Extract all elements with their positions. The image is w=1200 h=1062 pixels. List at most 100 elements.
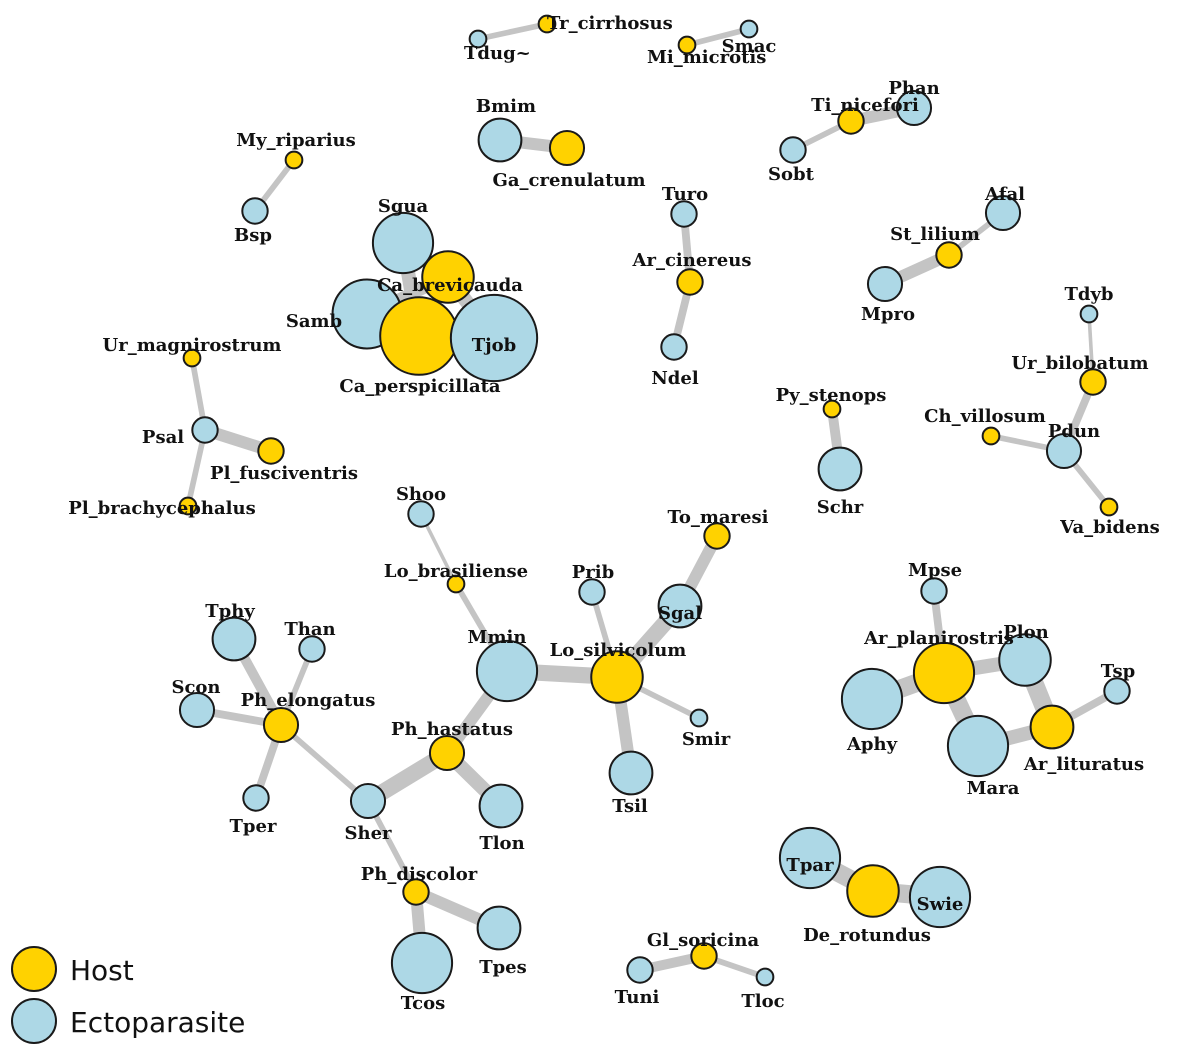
label-to-maresi: To_maresi [668, 507, 769, 528]
label-lo-brasiliense: Lo_brasiliense [384, 561, 528, 582]
node-scon [178, 691, 216, 729]
node-tpar [778, 826, 842, 890]
label-py-stenops: Py_stenops [776, 385, 887, 406]
node-ph-hastatus [428, 734, 466, 772]
label-smac: Smac [722, 36, 777, 57]
label-sgal: Sgal [658, 603, 702, 624]
node-tr-cirrhosus [537, 14, 557, 34]
label-bsp: Bsp [234, 225, 272, 246]
node-bmim [477, 117, 523, 163]
node-turo [670, 200, 698, 228]
label-sobt: Sobt [768, 164, 815, 185]
label-prib: Prib [572, 562, 614, 583]
node-tloc [755, 967, 775, 987]
node-ar-planirostris [912, 641, 976, 705]
node-tphy [211, 616, 257, 662]
legend-ectoparasite-label: Ectoparasite [70, 1006, 245, 1039]
label-st-lilium: St_lilium [890, 224, 980, 245]
node-ur-bilobatum [1079, 368, 1107, 396]
label-tjob: Tjob [472, 335, 517, 356]
node-than [298, 635, 326, 663]
label-ph-discolor: Ph_discolor [361, 864, 478, 885]
node-tdug [468, 29, 488, 49]
node-my-riparius [284, 150, 304, 170]
label-pl-brachycephalus: Pl_brachycephalus [68, 498, 255, 519]
label-pdun: Pdun [1048, 421, 1100, 442]
label-tpar: Tpar [786, 855, 834, 876]
label-pl-fusciventris: Pl_fusciventris [210, 463, 358, 484]
label-ar-cinereus: Ar_cinereus [632, 250, 752, 271]
label-de-rotundus: De_rotundus [803, 925, 931, 946]
node-sher [349, 782, 387, 820]
label-aphy: Aphy [846, 734, 898, 755]
label-lo-silvicolum: Lo_silvicolum [550, 640, 687, 661]
node-sobt [779, 136, 807, 164]
legend-host-swatch [11, 946, 57, 992]
node-aphy [840, 667, 904, 731]
label-tdyb: Tdyb [1064, 284, 1113, 305]
node-tjob [449, 293, 539, 383]
node-tlon [478, 783, 524, 829]
node-afal [984, 194, 1022, 232]
label-psal: Psal [142, 427, 184, 448]
label-mi-microtis: Mi_microtis [647, 47, 766, 68]
node-plon [998, 633, 1052, 687]
node-lo-silvicolum [590, 650, 644, 704]
node-smac [739, 19, 759, 39]
label-than: Than [284, 619, 335, 640]
node-to-maresi [703, 522, 731, 550]
label-scon: Scon [171, 677, 220, 698]
label-ur-magnirostrum: Ur_magnirostrum [103, 335, 282, 356]
node-ca-brevicauda [421, 250, 475, 304]
node-ph-discolor [402, 878, 430, 906]
label-phan: Phan [888, 78, 939, 99]
node-sgal [657, 583, 703, 629]
label-tdug: Tdug~ [464, 43, 531, 64]
node-psal [191, 416, 219, 444]
node-smir [689, 708, 709, 728]
node-tsil [608, 750, 654, 796]
label-bmim: Bmim [476, 96, 536, 117]
label-sher: Sher [344, 823, 392, 844]
node-ur-magnirostrum [182, 348, 202, 368]
node-ga-crenulatum [548, 129, 586, 167]
node-ti-nicefori [837, 107, 865, 135]
node-de-rotundus [846, 864, 900, 918]
node-lo-brasiliense [446, 574, 466, 594]
label-tcos: Tcos [401, 993, 445, 1014]
node-tsp [1103, 677, 1131, 705]
node-tcos [390, 931, 454, 995]
node-py-stenops [822, 399, 842, 419]
node-pl-fusciventris [257, 437, 285, 465]
node-sgua [371, 211, 435, 275]
node-mmin [475, 639, 539, 703]
label-tpes: Tpes [479, 957, 527, 978]
label-sgua: Sgua [378, 196, 429, 217]
label-ndel: Ndel [651, 368, 698, 389]
node-tuni [626, 956, 654, 984]
label-tphy: Tphy [205, 601, 255, 622]
node-tper [242, 784, 270, 812]
node-tdyb [1079, 304, 1099, 324]
label-ur-bilobatum: Ur_bilobatum [1011, 353, 1148, 374]
label-ch-villosum: Ch_villosum [924, 406, 1046, 427]
node-shoo [407, 500, 435, 528]
node-prib [578, 578, 606, 606]
label-tsp: Tsp [1101, 661, 1135, 682]
label-my-riparius: My_riparius [236, 130, 356, 151]
node-ar-lituratus [1029, 704, 1075, 750]
label-mpse: Mpse [908, 560, 962, 581]
node-ph-elongatus [262, 706, 300, 744]
label-afal: Afal [984, 184, 1025, 205]
node-ca-perspicillata [379, 296, 459, 376]
node-tpes [476, 905, 522, 951]
label-schr: Schr [817, 497, 864, 518]
legend-ectoparasite-swatch [11, 998, 57, 1044]
node-swie [908, 865, 972, 929]
edge-tdug-tr-cirrhosus [475, 21, 550, 42]
node-ar-cinereus [676, 268, 704, 296]
label-tlon: Tlon [479, 833, 524, 854]
node-st-lilium [935, 241, 963, 269]
label-mara: Mara [967, 778, 1020, 799]
node-ch-villosum [981, 426, 1001, 446]
